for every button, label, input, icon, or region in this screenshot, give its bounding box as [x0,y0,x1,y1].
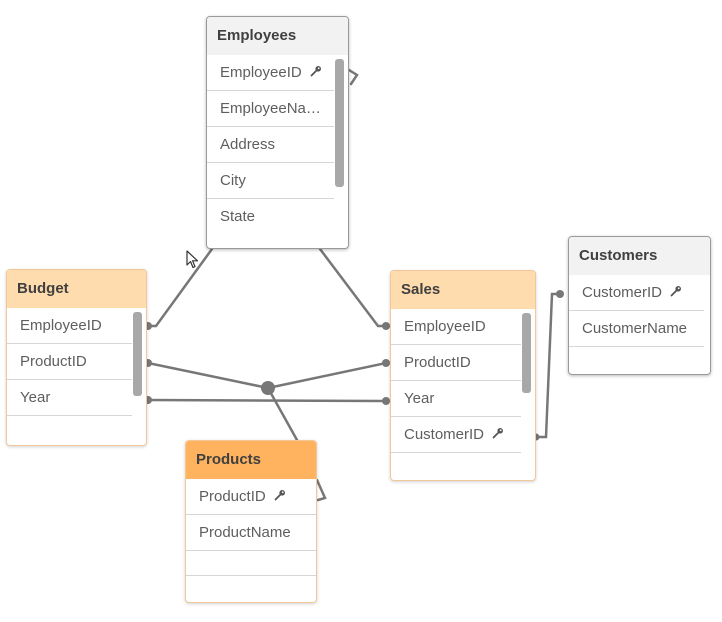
sales-field-productid[interactable]: ProductID [391,345,521,381]
field-label: ProductID [199,488,266,505]
sales-table[interactable]: Sales EmployeeID ProductID Year Customer… [390,270,536,481]
link-budget-productid-hub [146,361,270,390]
budget-table[interactable]: Budget EmployeeID ProductID Year [6,269,147,446]
budget-field-year[interactable]: Year [7,380,132,416]
link-sales-productid-hub [266,361,388,390]
customers-table-title: Customers [569,237,710,275]
sales-field-employeeid[interactable]: EmployeeID [391,309,521,345]
link-products-key-stub [315,478,327,502]
port-sales-year [382,397,390,405]
link-sales-customers [534,292,562,439]
field-label: CustomerID [404,426,485,443]
employees-table-title: Employees [207,17,348,55]
field-label: EmployeeID [220,64,302,81]
budget-scrollbar[interactable] [133,312,142,396]
budget-table-title: Budget [7,270,146,308]
products-table[interactable]: Products ProductID ProductName [185,440,317,603]
link-budget-sales-year [146,398,388,403]
customers-field-customerid[interactable]: CustomerID [569,275,704,311]
hub-node [261,381,275,395]
port-sales-productid [382,359,390,367]
sales-scrollbar[interactable] [522,313,531,393]
customers-table[interactable]: Customers CustomerID CustomerName [568,236,711,375]
employees-table[interactable]: Employees EmployeeID EmployeeNa… Address… [206,16,349,249]
sales-table-title: Sales [391,271,535,309]
employees-field-address[interactable]: Address [207,127,334,163]
port-customers-customerid [556,290,564,298]
key-icon [670,286,682,297]
link-employees-key-stub [347,68,359,86]
employees-field-employeename[interactable]: EmployeeNa… [207,91,334,127]
products-table-title: Products [186,441,316,479]
products-field-productname[interactable]: ProductName [186,515,316,551]
employees-field-employeeid[interactable]: EmployeeID [207,55,334,91]
employees-field-state[interactable]: State [220,208,256,225]
products-field-productid[interactable]: ProductID [186,479,316,515]
sales-field-customerid[interactable]: CustomerID [391,417,521,453]
link-employees-budget [146,247,214,328]
products-empty-row [186,551,316,576]
link-employees-sales [318,247,388,328]
sales-field-year[interactable]: Year [391,381,521,417]
key-icon [274,490,285,501]
mouse-cursor-icon [186,250,199,269]
employees-field-city[interactable]: City [207,163,334,199]
port-sales-employeeid [382,322,390,330]
link-hub-products [266,386,299,442]
key-icon [492,428,504,439]
budget-field-productid[interactable]: ProductID [7,344,132,380]
budget-field-employeeid[interactable]: EmployeeID [7,308,132,344]
customers-field-customername[interactable]: CustomerName [569,311,704,347]
key-icon [310,66,321,77]
field-label: CustomerID [582,284,663,301]
employees-scrollbar[interactable] [335,59,344,187]
